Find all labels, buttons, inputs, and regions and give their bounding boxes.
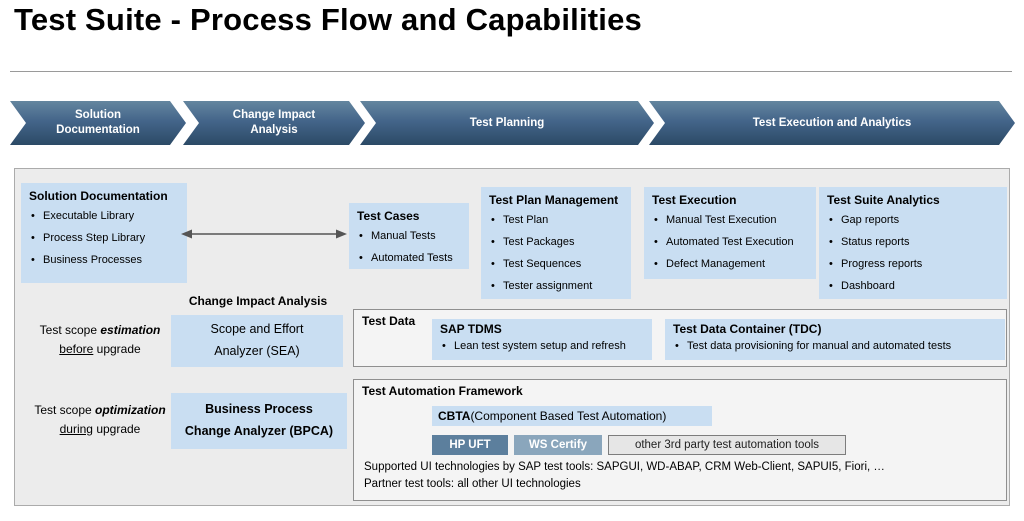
cbta-abbr: CBTA <box>438 409 471 423</box>
list-item: Executable Library <box>29 210 179 222</box>
list-item: Test Sequences <box>489 258 623 270</box>
list-item: Test Plan <box>489 214 623 226</box>
change-impact-analysis-label: Change Impact Analysis <box>188 294 328 308</box>
box-title: Solution Documentation <box>29 189 168 203</box>
box-title: Test Suite Analytics <box>827 193 940 207</box>
box-title: Test Cases <box>357 209 420 223</box>
note-emphasis: optimization <box>95 403 166 417</box>
partner-tools-line: Partner test tools: all other UI technol… <box>364 478 581 490</box>
sap-tdms-box: SAP TDMS Lean test system setup and refr… <box>432 319 652 360</box>
cbta-rest: (Component Based Test Automation) <box>470 409 667 423</box>
process-step-label: Change Impact Analysis <box>232 109 316 136</box>
list-item: Progress reports <box>827 258 999 270</box>
title-divider <box>10 71 1012 72</box>
page-title: Test Suite - Process Flow and Capabiliti… <box>14 2 642 37</box>
cbta-highlight: CBTA (Component Based Test Automation) <box>432 406 712 426</box>
bidirectional-arrow <box>181 227 347 239</box>
list-item: Automated Tests <box>357 252 461 264</box>
note-emphasis: estimation <box>100 323 161 337</box>
list-item: Process Step Library <box>29 232 179 244</box>
note-text: upgrade <box>93 341 141 356</box>
sap-tdms-list: Lean test system setup and refresh <box>440 340 644 352</box>
sea-line1: Scope and Effort <box>210 322 304 337</box>
solution-documentation-box: Solution Documentation Executable Librar… <box>21 183 187 283</box>
section-title: Test Data <box>362 314 416 328</box>
bpca-line2: Change Analyzer (BPCA) <box>184 424 334 438</box>
process-step-label: Solution Documentation <box>56 109 140 136</box>
test-suite-analytics-box: Test Suite Analytics Gap reports Status … <box>819 187 1007 299</box>
list-item: Dashboard <box>827 280 999 292</box>
list-item: Business Processes <box>29 254 179 266</box>
box-title: Test Execution <box>652 193 737 207</box>
list-item: Test Packages <box>489 236 623 248</box>
supported-technologies-line: Supported UI technologies by SAP test to… <box>364 461 885 473</box>
test-data-section: Test Data SAP TDMS Lean test system setu… <box>353 309 1007 367</box>
box-title: SAP TDMS <box>440 322 502 336</box>
process-step-test-planning: Test Planning <box>360 101 654 145</box>
list-item: Lean test system setup and refresh <box>440 340 644 352</box>
list-item: Tester assignment <box>489 280 623 292</box>
test-automation-framework-section: Test Automation Framework CBTA (Componen… <box>353 379 1007 501</box>
process-step-label: Test Execution and Analytics <box>752 116 912 129</box>
note-underlined: during <box>59 421 93 436</box>
list-item: Test data provisioning for manual and au… <box>673 340 997 352</box>
note-test-scope-optimization: Test scope optimization during upgrade <box>19 401 181 438</box>
list-item: Manual Tests <box>357 230 461 242</box>
note-text: upgrade <box>92 421 141 436</box>
list-item: Gap reports <box>827 214 999 226</box>
process-flow: Solution Documentation Change Impact Ana… <box>10 101 1014 145</box>
test-cases-box: Test Cases Manual Tests Automated Tests <box>349 203 469 269</box>
test-execution-box: Test Execution Manual Test Execution Aut… <box>644 187 816 279</box>
note-text: Test scope <box>39 323 101 337</box>
note-underlined: before <box>59 341 94 356</box>
test-plan-management-box: Test Plan Management Test Plan Test Pack… <box>481 187 631 299</box>
section-title: Test Automation Framework <box>362 384 523 398</box>
process-step-solution-documentation: Solution Documentation <box>10 101 186 145</box>
bpca-line1: Business Process <box>205 402 313 417</box>
note-test-scope-estimation: Test scope estimation before upgrade <box>19 321 181 358</box>
solution-documentation-list: Executable Library Process Step Library … <box>29 210 179 266</box>
process-step-label: Test Planning <box>469 116 545 129</box>
box-title: Test Plan Management <box>489 193 619 207</box>
list-item: Automated Test Execution <box>652 236 808 248</box>
list-item: Status reports <box>827 236 999 248</box>
list-item: Defect Management <box>652 258 808 270</box>
note-text: Test scope <box>34 403 96 417</box>
tdc-list: Test data provisioning for manual and au… <box>673 340 997 352</box>
tdc-box: Test Data Container (TDC) Test data prov… <box>665 319 1005 360</box>
test-execution-list: Manual Test Execution Automated Test Exe… <box>652 214 808 270</box>
test-plan-management-list: Test Plan Test Packages Test Sequences T… <box>489 214 623 292</box>
sea-line2: Analyzer (SEA) <box>214 344 300 358</box>
list-item: Manual Test Execution <box>652 214 808 226</box>
ws-certify-chip: WS Certify <box>514 435 602 455</box>
hp-uft-chip: HP UFT <box>432 435 508 455</box>
process-step-test-execution-analytics: Test Execution and Analytics <box>649 101 1015 145</box>
test-cases-list: Manual Tests Automated Tests <box>357 230 461 264</box>
bpca-box: Business Process Change Analyzer (BPCA) <box>171 393 347 449</box>
sea-box: Scope and Effort Analyzer (SEA) <box>171 315 343 367</box>
third-party-tools-chip: other 3rd party test automation tools <box>608 435 846 455</box>
content-area: Solution Documentation Executable Librar… <box>14 168 1010 506</box>
process-step-change-impact-analysis: Change Impact Analysis <box>183 101 365 145</box>
test-suite-analytics-list: Gap reports Status reports Progress repo… <box>827 214 999 292</box>
box-title: Test Data Container (TDC) <box>673 322 822 336</box>
